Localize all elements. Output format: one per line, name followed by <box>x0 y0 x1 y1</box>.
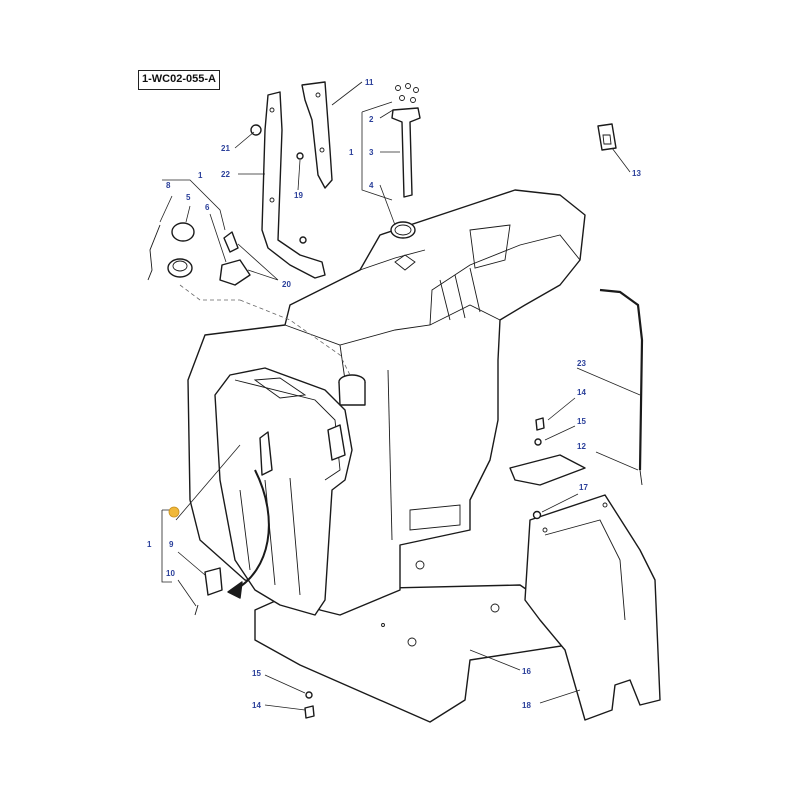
callout[interactable]: 2 <box>369 115 374 124</box>
callout[interactable]: 12 <box>577 442 586 451</box>
callout[interactable]: 6 <box>205 203 210 212</box>
callout[interactable]: 14 <box>577 388 586 397</box>
callout[interactable]: 19 <box>294 191 303 200</box>
callout[interactable]: 23 <box>577 359 586 368</box>
callout[interactable]: 15 <box>252 669 261 678</box>
callout[interactable]: 15 <box>577 417 586 426</box>
front-tank <box>214 367 353 616</box>
callout[interactable]: 21 <box>221 144 230 153</box>
locking-cap <box>219 259 251 286</box>
callout[interactable]: 13 <box>632 169 641 178</box>
key <box>204 567 223 596</box>
tank-bracket <box>261 91 326 279</box>
callout[interactable]: 11 <box>365 78 374 87</box>
highlight-marker <box>168 506 180 518</box>
filler-cap <box>171 222 195 242</box>
callout[interactable]: 4 <box>369 181 374 190</box>
callout[interactable]: 22 <box>221 170 230 179</box>
floor-plate <box>254 584 601 723</box>
callout[interactable]: 18 <box>522 701 531 710</box>
diagram-reference-code: 1-WC02-055-A <box>138 70 220 90</box>
o-ring <box>390 221 416 239</box>
callout[interactable]: 8 <box>166 181 171 190</box>
callout[interactable]: 14 <box>252 701 261 710</box>
callout[interactable]: 16 <box>522 667 531 676</box>
tank-strap <box>599 288 644 471</box>
callout[interactable]: 3 <box>369 148 374 157</box>
callout[interactable]: 17 <box>579 483 588 492</box>
strap-bracket <box>301 81 333 189</box>
callout[interactable]: 9 <box>169 540 174 549</box>
callout[interactable]: 1 <box>349 148 354 157</box>
callout[interactable]: 1 <box>147 540 152 549</box>
latch <box>597 123 617 151</box>
fuel-sender <box>391 107 421 198</box>
callout[interactable]: 20 <box>282 280 291 289</box>
callout[interactable]: 1 <box>198 171 203 180</box>
callout[interactable]: 5 <box>186 193 191 202</box>
callout[interactable]: 10 <box>166 569 175 578</box>
guard-plate <box>524 494 661 721</box>
